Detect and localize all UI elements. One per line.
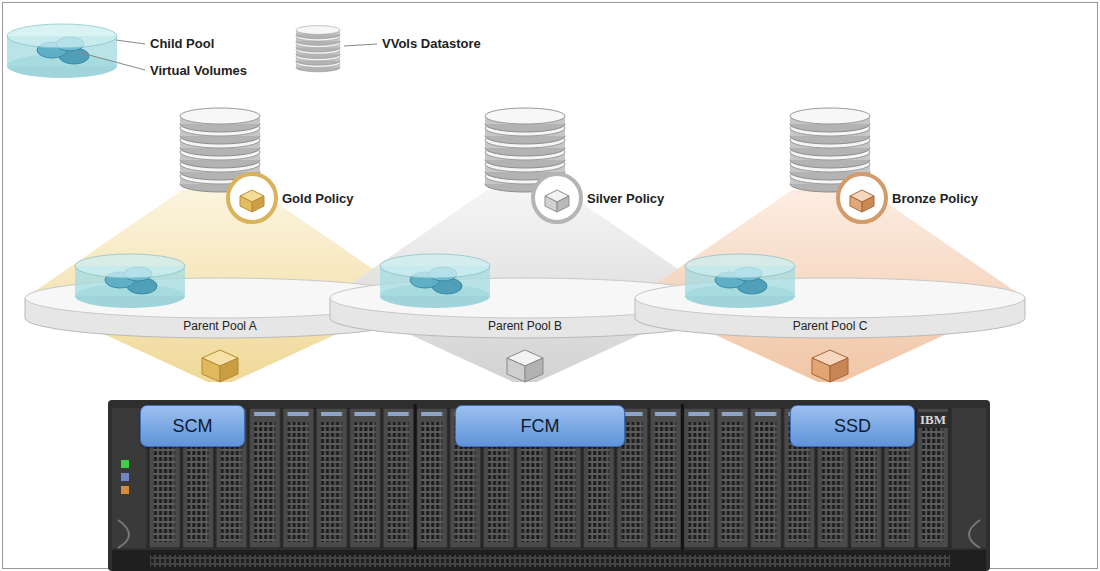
- brand-logo: IBM: [918, 412, 948, 428]
- drive-type: SCM: [173, 416, 213, 437]
- drive-type-box: SCM: [140, 405, 245, 447]
- parent-pool: Parent Pool A: [25, 278, 415, 342]
- drive-type-box: SSD: [790, 405, 915, 447]
- drive-type: FCM: [521, 416, 560, 437]
- drive-type: SSD: [834, 416, 871, 437]
- policy-label: Gold Policy: [282, 191, 354, 206]
- parent-pool: Parent Pool B: [330, 278, 720, 342]
- pool-name: Parent Pool B: [330, 319, 720, 333]
- policy-label: Silver Policy: [587, 191, 664, 206]
- legend-label: Virtual Volumes: [150, 63, 247, 78]
- drive-type-box: FCM: [455, 405, 625, 447]
- pool-name: Parent Pool A: [25, 319, 415, 333]
- legend-label: Child Pool: [150, 36, 214, 51]
- parent-pool: Parent Pool C: [635, 278, 1025, 342]
- legend-label: VVols Datastore: [382, 36, 481, 51]
- pool-name: Parent Pool C: [635, 319, 1025, 333]
- storage-enclosure: IBM SCM FCM SSD: [108, 400, 990, 571]
- policy-label: Bronze Policy: [892, 191, 978, 206]
